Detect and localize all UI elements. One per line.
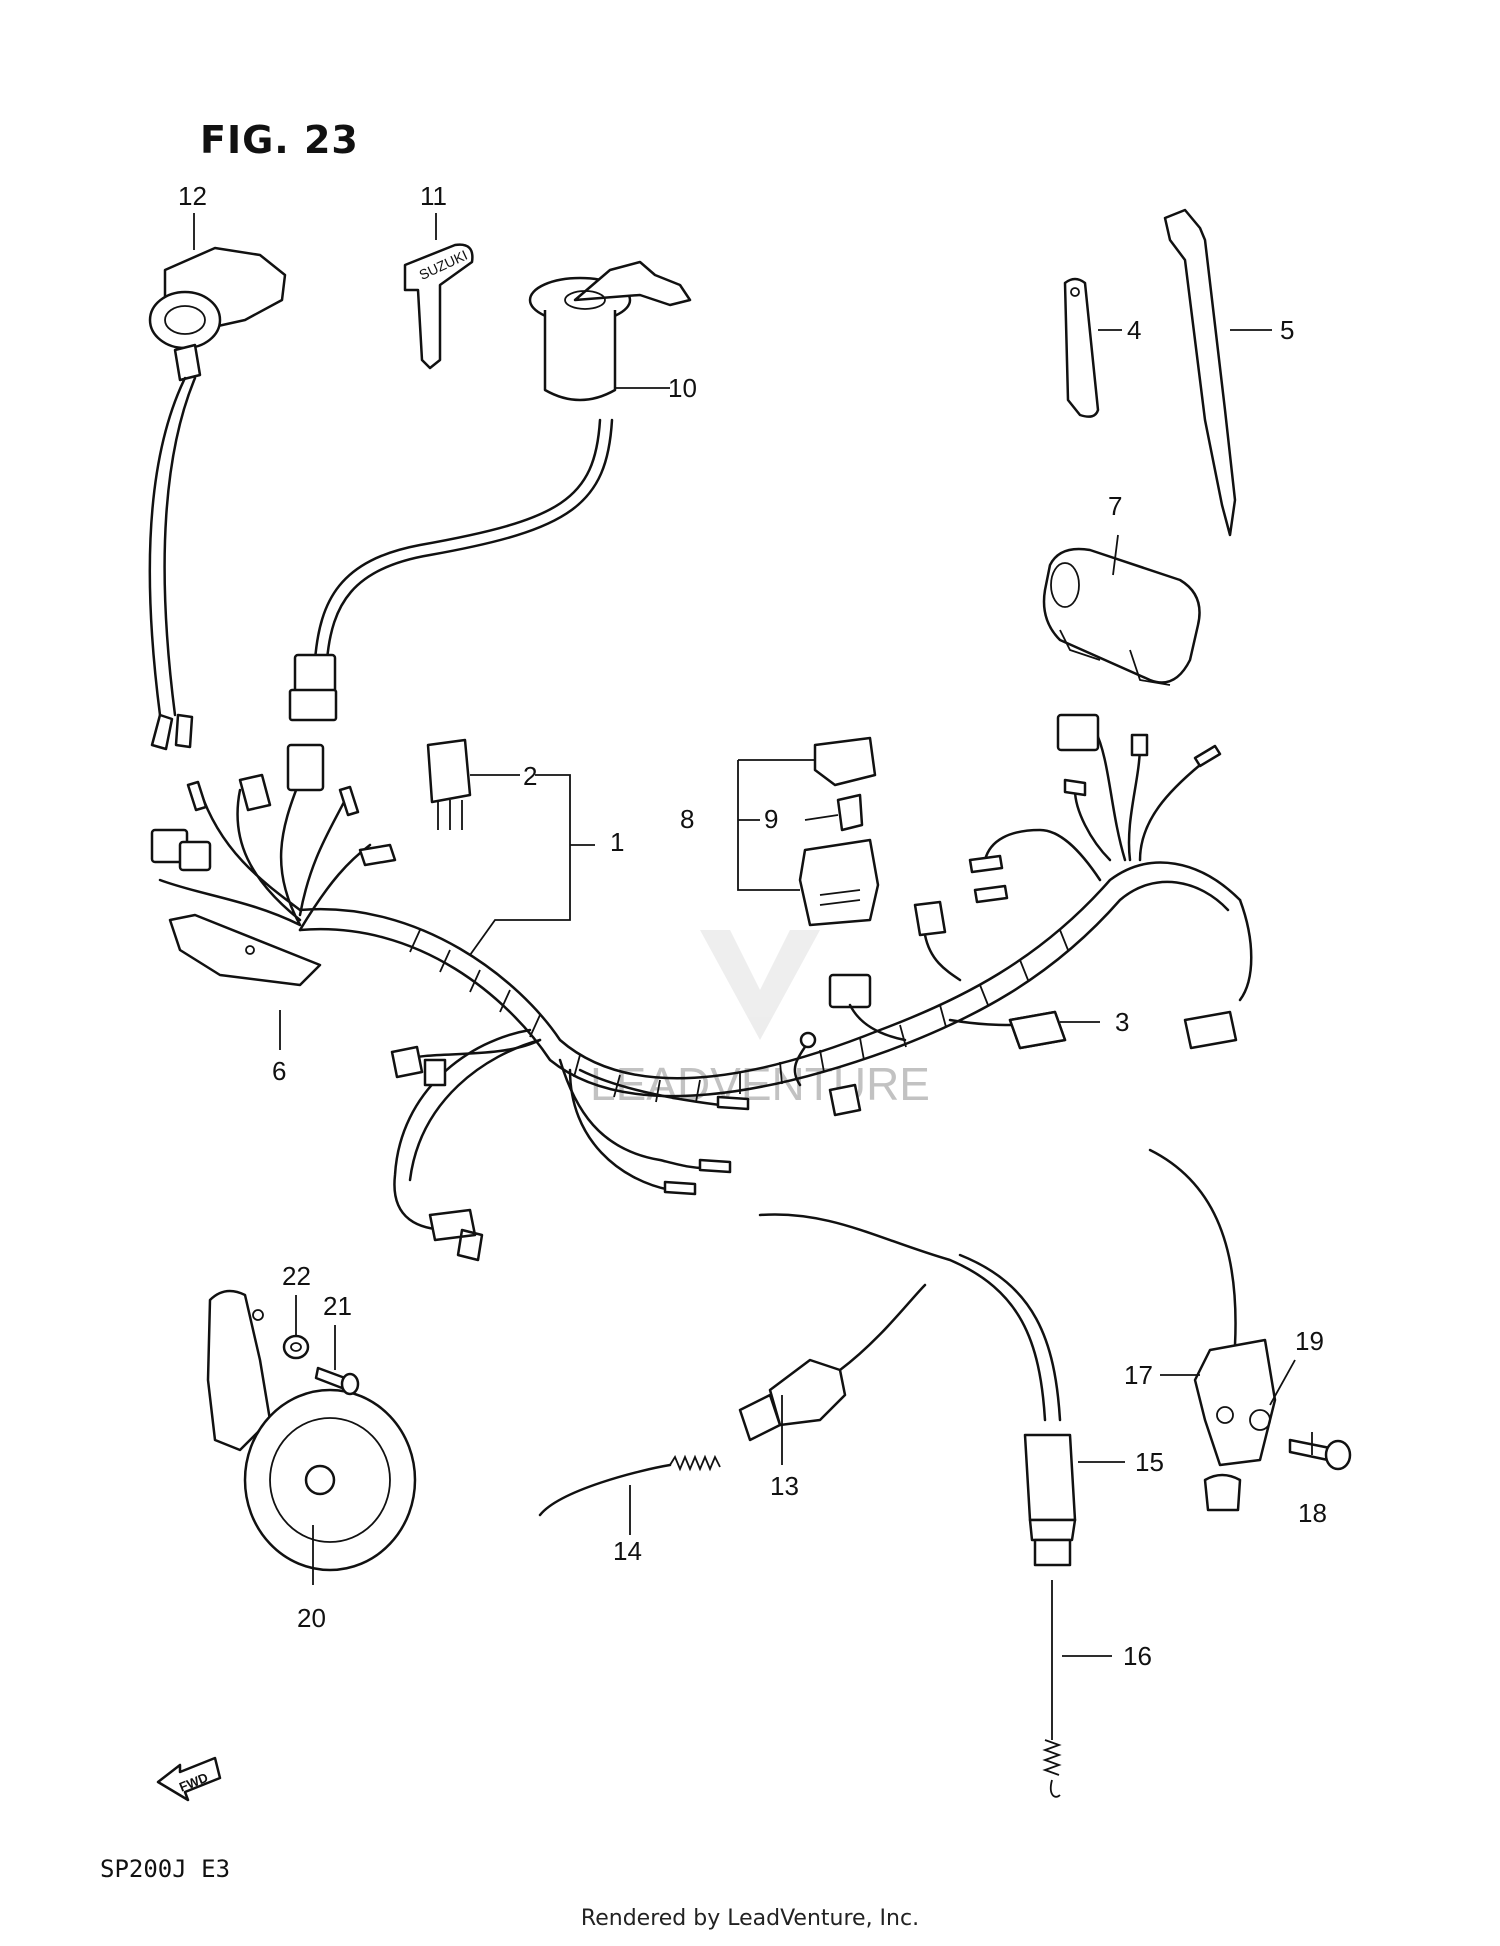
part-14-spring xyxy=(538,1454,721,1517)
callout-3: 3 xyxy=(1115,1007,1129,1037)
callout-12: 12 xyxy=(178,181,207,211)
callout-10: 10 xyxy=(668,373,697,403)
callout-9: 9 xyxy=(764,804,778,834)
callout-20: 20 xyxy=(297,1603,326,1633)
callout-8: 8 xyxy=(680,804,694,834)
part-16-spring xyxy=(1042,1580,1062,1798)
part-5-cable-tie xyxy=(1163,208,1237,537)
callout-labels: 1 2 3 4 5 6 7 8 9 10 11 12 13 14 15 16 1… xyxy=(178,181,1327,1671)
watermark-logo: LEADVENTURE xyxy=(590,930,930,1110)
callout-13: 13 xyxy=(770,1471,799,1501)
callout-15: 15 xyxy=(1135,1447,1164,1477)
part-7-ignition-coil xyxy=(1042,547,1201,686)
callout-19: 19 xyxy=(1295,1326,1324,1356)
part-20-horn xyxy=(206,1289,417,1572)
part-21-screw xyxy=(314,1366,360,1396)
part-17-rear-switch xyxy=(1148,1148,1277,1512)
leader-lines xyxy=(193,213,1313,1657)
callout-22: 22 xyxy=(282,1261,311,1291)
model-code: SP200J E3 xyxy=(100,1855,231,1883)
part-11-key: SUZUKI xyxy=(403,243,474,370)
callout-17: 17 xyxy=(1124,1360,1153,1390)
part-22-washer xyxy=(282,1334,310,1360)
part-3-connector xyxy=(1008,1010,1067,1050)
figure-title: FIG. 23 xyxy=(200,118,359,162)
callout-4: 4 xyxy=(1127,315,1141,345)
callout-18: 18 xyxy=(1298,1498,1327,1528)
part-15-stop-switch xyxy=(758,1213,1077,1567)
footer-credit: Rendered by LeadVenture, Inc. xyxy=(580,1906,920,1931)
fwd-arrow-icon: FWD xyxy=(156,1756,222,1802)
callout-14: 14 xyxy=(613,1536,642,1566)
part-1-wiring-harness xyxy=(150,713,1253,1262)
part-4-band-clamp xyxy=(1063,277,1100,418)
part-9-fuse xyxy=(836,793,864,832)
callout-16: 16 xyxy=(1123,1641,1152,1671)
part-13-switch xyxy=(738,1283,927,1442)
callout-1: 1 xyxy=(610,827,624,857)
callout-6: 6 xyxy=(272,1056,286,1086)
part-6-bracket xyxy=(168,913,322,987)
callout-5: 5 xyxy=(1280,315,1294,345)
callout-7: 7 xyxy=(1108,491,1122,521)
part-8-fuse-holder xyxy=(798,736,880,927)
part-2-relay xyxy=(426,738,472,830)
part-18-screw xyxy=(1288,1438,1352,1471)
callout-2: 2 xyxy=(523,761,537,791)
callout-11: 11 xyxy=(420,181,447,211)
watermark-text: LEADVENTURE xyxy=(590,1058,930,1110)
part-10-ignition-switch xyxy=(288,260,692,722)
part-12-handlebar-switch xyxy=(148,246,287,751)
callout-21: 21 xyxy=(323,1291,352,1321)
